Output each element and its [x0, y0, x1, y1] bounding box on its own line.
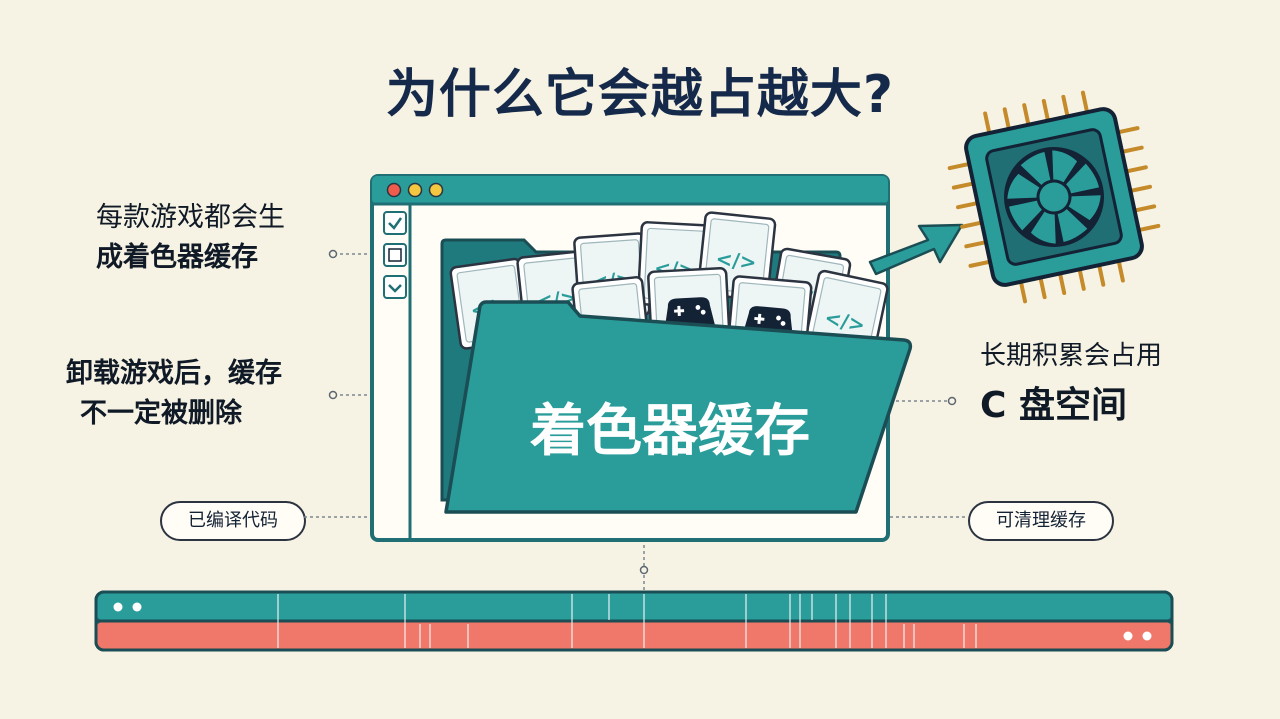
- note-cache-not-deleted: 卸载游戏后，缓存 不一定被删除: [66, 354, 282, 434]
- note-line: 每款游戏都会生: [96, 202, 285, 233]
- note-line: 卸载游戏后，缓存: [66, 358, 282, 389]
- connector-dots: [328, 249, 957, 575]
- note-occupies-c-drive: 长期积累会占用 C 盘空间: [980, 336, 1162, 426]
- cpu-chip-icon: [947, 90, 1161, 304]
- connector-lines: [304, 253, 968, 592]
- note-line: 长期积累会占用: [980, 341, 1163, 371]
- window-controls: [386, 182, 444, 198]
- arrow-icon: [868, 223, 964, 276]
- note-line: C 盘空间: [980, 385, 1127, 426]
- page-title: 为什么它会越占越大?: [385, 65, 895, 125]
- note-line: 不一定被删除: [80, 398, 242, 429]
- note-line: 成着色器缓存: [96, 242, 258, 273]
- sidebar-checklist: [383, 211, 407, 299]
- note-games-generate-cache: 每款游戏都会生 成着色器缓存: [96, 198, 285, 278]
- storage-bar: [94, 590, 1174, 652]
- folder-front: [444, 300, 913, 514]
- folder-label: 着色器缓存: [530, 399, 810, 464]
- cleanable-cache-tag: 可清理缓存: [968, 501, 1114, 541]
- compiled-code-tag: 已编译代码: [160, 501, 306, 541]
